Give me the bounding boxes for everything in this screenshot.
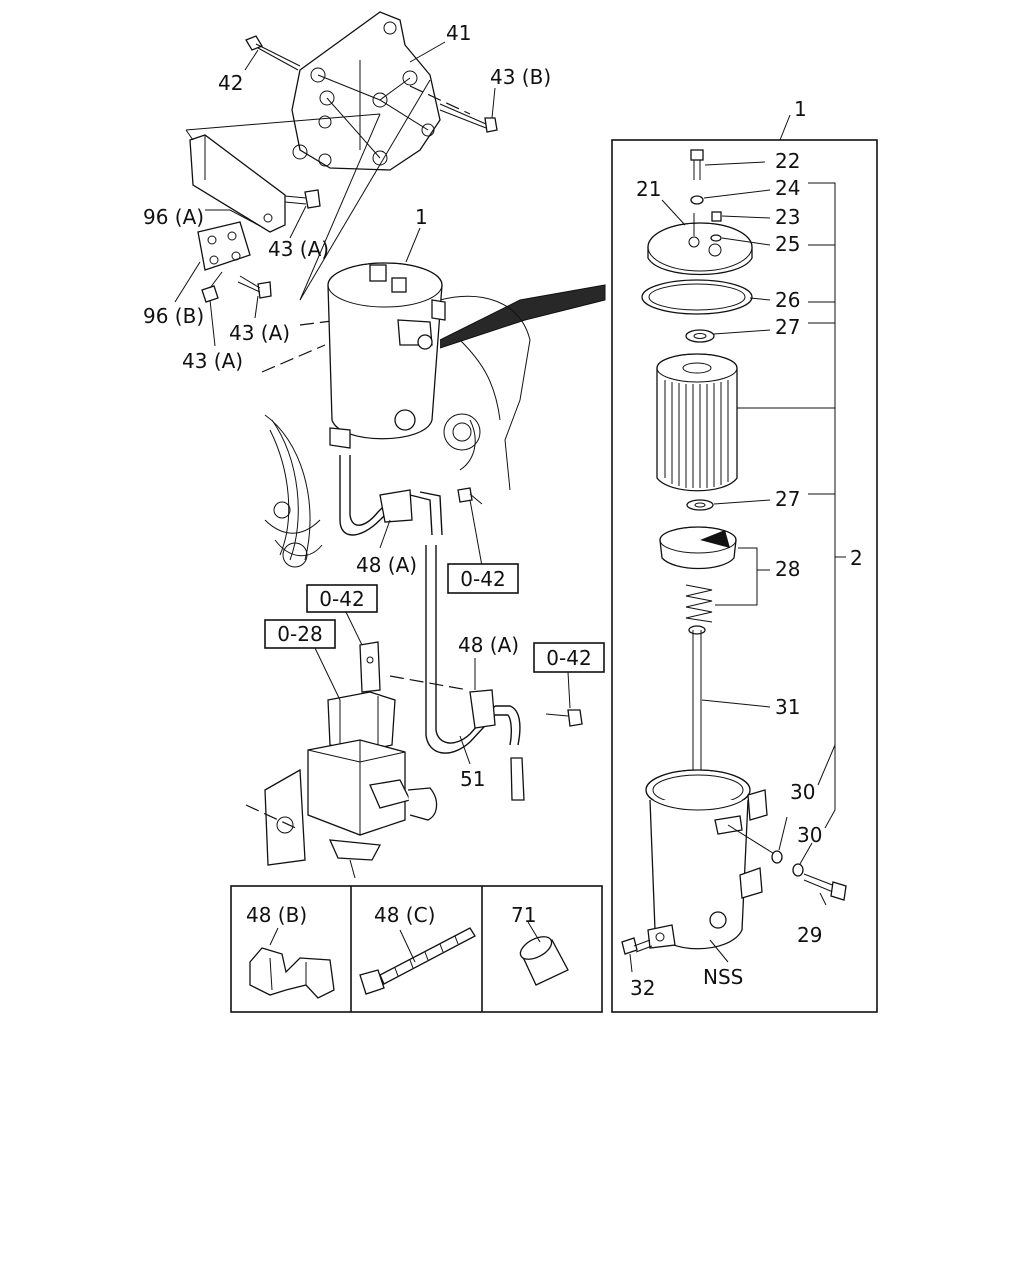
exploded-filter-panel (611, 114, 878, 1013)
callout-28: 28 (775, 557, 800, 581)
callout-25: 25 (775, 232, 800, 256)
callout-51: 51 (460, 767, 485, 791)
callout-96b: 96 (B) (143, 304, 204, 328)
callout-21: 21 (636, 177, 661, 201)
reference-box-0-28: 0-28 (264, 619, 336, 649)
callout-24: 24 (775, 176, 800, 200)
reference-box-0-42-a: 0-42 (447, 563, 519, 594)
callout-32: 32 (630, 976, 655, 1000)
callout-42: 42 (218, 71, 243, 95)
inset-panel-labels: 48 (B) 48 (C) 71 (246, 903, 536, 927)
callout-41: 41 (446, 21, 471, 45)
reference-box-label: 0-42 (546, 646, 591, 670)
reference-box-0-42-c: 0-42 (533, 642, 605, 673)
callout-22: 22 (775, 149, 800, 173)
callout-31: 31 (775, 695, 800, 719)
leader-lines-left (174, 41, 571, 765)
callout-2: 2 (850, 546, 863, 570)
callout-1-top: 1 (794, 97, 807, 121)
callout-27-upper: 27 (775, 315, 800, 339)
callout-23: 23 (775, 205, 800, 229)
bracket-assembly (185, 11, 498, 303)
callout-30-lower: 30 (797, 823, 822, 847)
inset-label-71: 71 (511, 903, 536, 927)
callout-1-left: 1 (415, 205, 428, 229)
inset-panels (230, 885, 603, 1013)
reference-box-label: 0-42 (319, 587, 364, 611)
callout-43a-1: 43 (A) (268, 237, 329, 261)
reference-box-label: 0-42 (460, 567, 505, 591)
callout-43a-3: 43 (A) (182, 349, 243, 373)
reference-box-0-42-b: 0-42 (306, 584, 378, 613)
mounted-filter-assembly (261, 262, 606, 801)
callout-labels: 41 42 43 (B) 96 (A) 43 (A) 96 (B) 43 (A)… (143, 21, 863, 1000)
inset-label-48b: 48 (B) (246, 903, 307, 927)
callout-27-lower: 27 (775, 487, 800, 511)
callout-48a-1: 48 (A) (356, 553, 417, 577)
callout-43b: 43 (B) (490, 65, 551, 89)
reference-box-label: 0-28 (277, 622, 322, 646)
inset-label-48c: 48 (C) (374, 903, 435, 927)
callout-96a: 96 (A) (143, 205, 204, 229)
callout-48a-2: 48 (A) (458, 633, 519, 657)
pump-assembly (245, 641, 469, 879)
callout-26: 26 (775, 288, 800, 312)
callout-nss: NSS (703, 965, 743, 989)
callout-29: 29 (797, 923, 822, 947)
callout-30-upper: 30 (790, 780, 815, 804)
callout-43a-2: 43 (A) (229, 321, 290, 345)
